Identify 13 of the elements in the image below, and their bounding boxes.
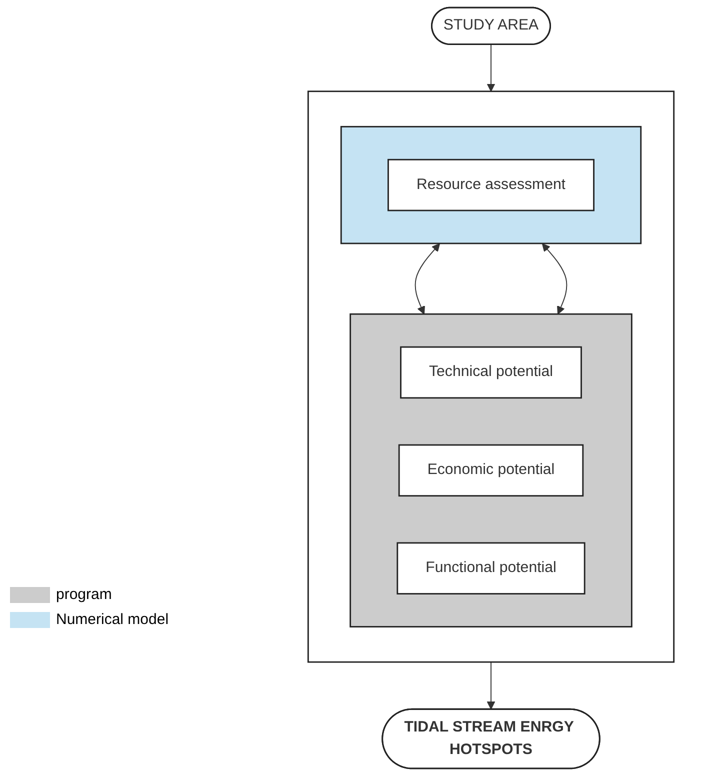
arrow — [486, 662, 496, 710]
cluster — [340, 126, 642, 244]
arrow — [414, 243, 440, 314]
arrow — [542, 243, 568, 314]
node-box: Resource assessment — [388, 158, 594, 212]
legend-label: Numerical model — [56, 611, 169, 628]
node-box: Economic potential — [398, 444, 584, 497]
cluster — [307, 90, 675, 663]
node-box: Technical potential — [400, 346, 582, 399]
cluster — [350, 313, 632, 628]
legend-label: program — [56, 586, 112, 603]
node-box: Functional potential — [396, 542, 586, 594]
arrow — [486, 44, 496, 92]
